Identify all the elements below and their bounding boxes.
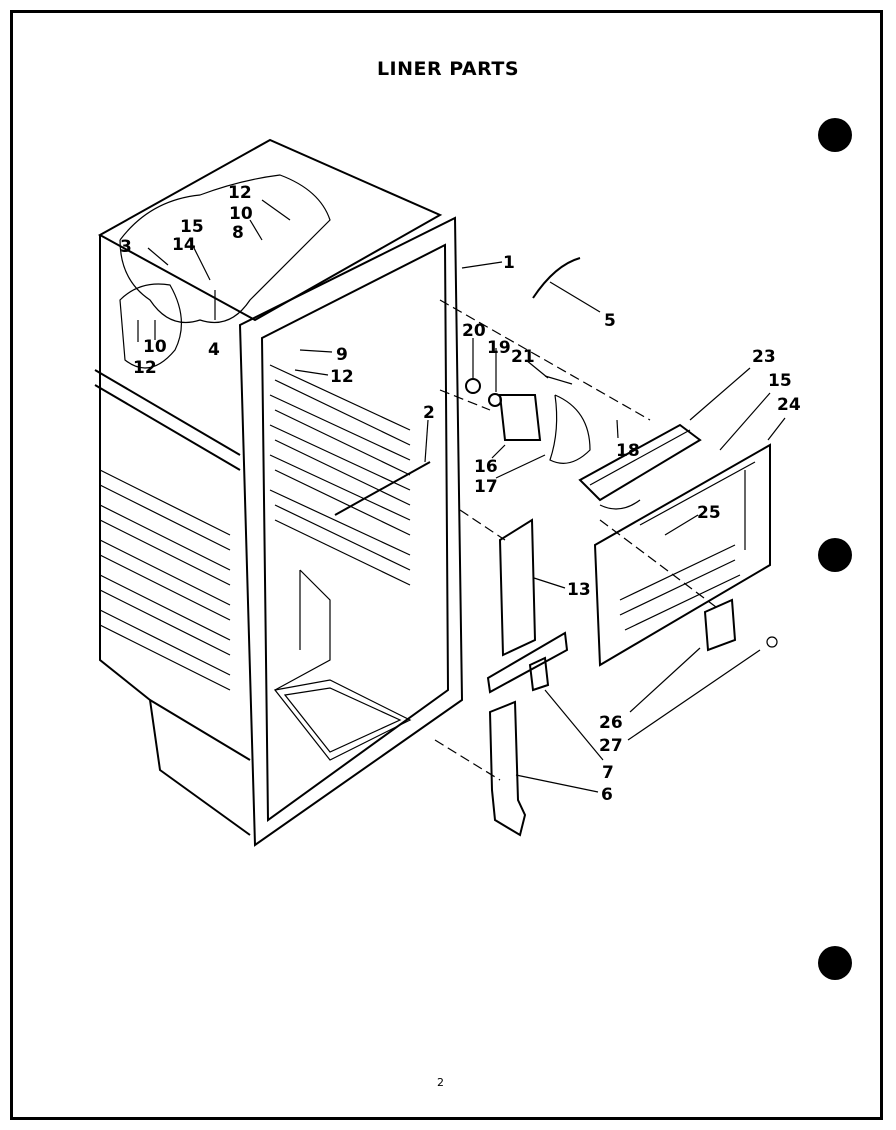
- cover-plate: [593, 443, 771, 667]
- callout-5: 5: [604, 311, 616, 331]
- callout-25: 25: [697, 503, 721, 523]
- callout-1: 1: [503, 253, 515, 273]
- punch-hole-middle: [818, 538, 852, 572]
- callout-21: 21: [511, 347, 535, 367]
- part-7-bracket: [486, 631, 569, 694]
- callout-3: 3: [120, 237, 132, 257]
- callout-24: 24: [777, 395, 801, 415]
- callout-14: 14: [172, 235, 196, 255]
- callout-4: 4: [208, 340, 220, 360]
- callout-8: 8: [232, 223, 244, 243]
- fan-motor-assembly: [465, 375, 591, 464]
- part-5-wire: [532, 257, 581, 299]
- part-6-duct: [488, 700, 527, 837]
- part-2-bracket: [334, 461, 431, 516]
- callout-15-top: 15: [180, 217, 204, 237]
- page-border: [10, 10, 883, 1120]
- callout-26: 26: [599, 713, 623, 733]
- callout-19: 19: [487, 338, 511, 358]
- part-13-panel: [498, 518, 537, 657]
- punch-hole-bottom: [818, 946, 852, 980]
- callout-12-left: 12: [133, 358, 157, 378]
- callout-13: 13: [567, 580, 591, 600]
- callout-6: 6: [601, 785, 613, 805]
- callout-10-left: 10: [143, 337, 167, 357]
- callout-10-top: 10: [229, 204, 253, 224]
- callout-12-right: 12: [330, 367, 354, 387]
- callout-18: 18: [616, 441, 640, 461]
- cabinet-liner: [94, 138, 464, 847]
- callout-15-right: 15: [768, 371, 792, 391]
- callout-9: 9: [336, 345, 348, 365]
- callout-2: 2: [423, 403, 435, 423]
- callout-12-top: 12: [228, 183, 252, 203]
- punch-hole-top: [818, 118, 852, 152]
- callout-20: 20: [462, 321, 486, 341]
- page-number: 2: [437, 1076, 444, 1089]
- callout-16: 16: [474, 457, 498, 477]
- callout-7: 7: [602, 763, 614, 783]
- callout-17: 17: [474, 477, 498, 497]
- page-title: LINER PARTS: [376, 58, 520, 80]
- callout-27: 27: [599, 736, 623, 756]
- fan-shroud: [578, 423, 702, 510]
- callout-23: 23: [752, 347, 776, 367]
